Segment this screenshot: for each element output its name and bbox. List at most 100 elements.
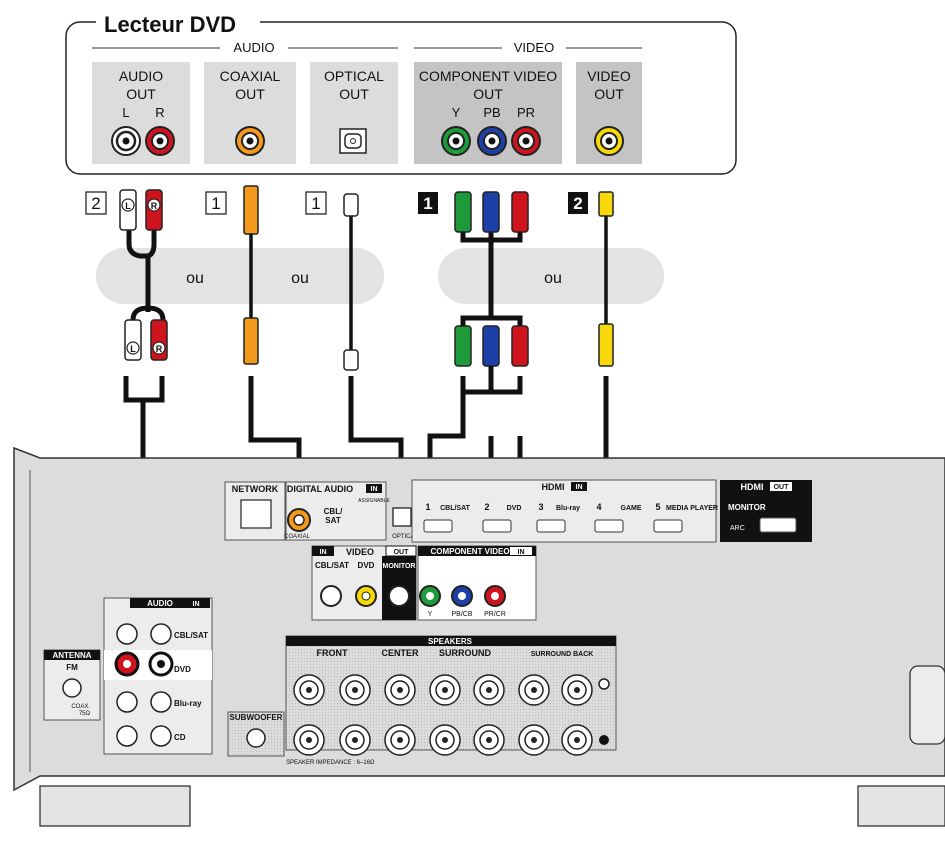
- plug-comp-pr-bottom-icon: [511, 325, 529, 367]
- video-dvd-label: DVD: [358, 561, 375, 570]
- hdmi-in-port-icon: [482, 519, 512, 533]
- plug-comp-pb-bottom-icon: [482, 325, 500, 367]
- fm-label: FM: [66, 663, 78, 672]
- badge-component-number: 1: [423, 194, 432, 213]
- dvd-video-jack-icon: [594, 126, 624, 156]
- plug-video-bottom-icon: [598, 323, 614, 367]
- optical-out-label-1: OPTICAL: [324, 68, 384, 84]
- audio-out-r: R: [155, 105, 164, 120]
- plug-coax-top-icon: [243, 185, 259, 235]
- hdmi-in-port-icon: [536, 519, 566, 533]
- badge-coax-number: 1: [211, 194, 220, 213]
- hdmi-input-label: MEDIA PLAYER: [666, 505, 718, 512]
- hdmi-input-label: Blu-ray: [556, 505, 580, 512]
- receiver-coax-jack-icon: [287, 508, 311, 532]
- digital-assignable: ASSIGNABLE: [358, 498, 390, 504]
- plug-lr-markers: L R L R: [121, 198, 166, 355]
- center-label: CENTER: [381, 648, 419, 658]
- speaker-impedance-label: SPEAKER IMPEDANCE : 6–16Ω: [286, 760, 375, 766]
- audio-input-jack-icon: [150, 623, 172, 645]
- hdmi-monitor-label: MONITOR: [728, 503, 766, 512]
- dvd-component-y-jack-icon: [441, 126, 471, 156]
- hdmi-out-label: HDMI: [741, 482, 764, 492]
- network-label: NETWORK: [232, 484, 279, 494]
- audio-input-jack-icon: [116, 623, 138, 645]
- cable-number-badges: 2 1 1 1 2: [85, 191, 588, 215]
- dvd-audio-r-jack-icon: [145, 126, 175, 156]
- svg-text:IN: IN: [518, 549, 525, 556]
- svg-text:OUT: OUT: [774, 484, 790, 491]
- svg-text:L: L: [130, 344, 136, 354]
- component-out-label-1: COMPONENT VIDEO: [419, 68, 557, 84]
- audio-input-jack-icon: [150, 725, 172, 747]
- dvd-player-title: Lecteur DVD: [104, 12, 236, 37]
- dvd-audio-l-jack-icon: [111, 126, 141, 156]
- video-group-label: VIDEO: [514, 40, 554, 55]
- video-out-label-2: OUT: [594, 86, 624, 102]
- component-in-label: COMPONENT VIDEO: [430, 547, 509, 556]
- hdmi-in-port-icon: [653, 519, 683, 533]
- speaker-terminals: [293, 674, 610, 756]
- svg-text:PR/CR: PR/CR: [484, 611, 506, 618]
- hdmi-in-port-icon: [594, 519, 624, 533]
- hdmi-input-label: GAME: [621, 505, 642, 512]
- svg-text:R: R: [151, 201, 158, 211]
- audio-out-label-1: AUDIO: [119, 68, 163, 84]
- antenna-label: ANTENNA: [52, 651, 91, 660]
- video-monitor-label: MONITOR: [383, 563, 416, 570]
- dvd-optical-jack-icon: [339, 128, 367, 154]
- speakers-label: SPEAKERS: [428, 637, 473, 646]
- audio-input-jack-icon: [150, 691, 172, 713]
- surround-back-label: SURROUND BACK: [531, 651, 594, 658]
- hdmi-out-port-icon: [759, 517, 797, 533]
- plug-comp-pb-top-icon: [482, 191, 500, 233]
- hdmi-in-label: HDMI: [542, 482, 565, 492]
- plug-coax-bottom-icon: [243, 317, 259, 365]
- hdmi-in-port-icon: [423, 519, 453, 533]
- plug-video-top-icon: [598, 191, 614, 217]
- hdmi-input-label: 5: [655, 502, 660, 512]
- component-y-label: Y: [452, 105, 461, 120]
- alternative-label-3: ou: [544, 270, 562, 287]
- component-pb-label: PB: [483, 105, 500, 120]
- audio-input-label: Blu-ray: [174, 699, 202, 708]
- svg-text:IN: IN: [371, 486, 378, 493]
- svg-text:PB/CB: PB/CB: [451, 611, 472, 618]
- hdmi-input-label: 4: [596, 502, 601, 512]
- svg-text:L: L: [125, 201, 131, 211]
- coaxial-out-label-2: OUT: [235, 86, 265, 102]
- front-label: FRONT: [317, 648, 348, 658]
- alternative-label-1: ou: [186, 270, 204, 287]
- video-cbl-sat-label: CBL/SAT: [315, 561, 349, 570]
- audio-input-label: DVD: [174, 665, 191, 674]
- subwoofer-label: SUBWOOFER: [230, 713, 283, 722]
- coax-75-label: COAX.: [71, 704, 90, 710]
- audio-input-jack-icon: [116, 691, 138, 713]
- hdmi-input-label: CBL/SAT: [440, 505, 471, 512]
- hdmi-input-label: 3: [538, 502, 543, 512]
- hdmi-input-label: DVD: [507, 505, 522, 512]
- plus-terminal-icon: [598, 678, 610, 690]
- video-monitor-jack-icon: [388, 585, 410, 607]
- network-port-icon: [240, 499, 272, 529]
- receiver-coaxial-label: COAXIAL: [284, 534, 311, 540]
- surround-label: SURROUND: [439, 648, 492, 658]
- audio-in-label: AUDIO: [147, 599, 173, 608]
- svg-text:SAT: SAT: [325, 516, 341, 525]
- digital-audio-label: DIGITAL AUDIO: [287, 484, 353, 494]
- badge-video-number: 2: [573, 194, 582, 213]
- svg-text:IN: IN: [320, 549, 327, 556]
- plug-comp-y-top-icon: [454, 191, 472, 233]
- hdmi-input-label: 2: [484, 502, 489, 512]
- dvd-player-panel: Lecteur DVD AUDIO VIDEO AUDIO OUT L R CO…: [65, 8, 737, 175]
- alternative-label-2: ou: [291, 270, 309, 287]
- coaxial-out-label-1: COAXIAL: [220, 68, 281, 84]
- receiver-optical-jack-icon: [392, 507, 412, 527]
- svg-text:IN: IN: [193, 601, 200, 608]
- optical-out-label-2: OUT: [339, 86, 369, 102]
- svg-text:R: R: [156, 344, 163, 354]
- receiver-optical-label: OPTICAL: [392, 534, 418, 540]
- alternative-bubbles: [96, 248, 664, 304]
- audio-input-jack-icon: [116, 725, 138, 747]
